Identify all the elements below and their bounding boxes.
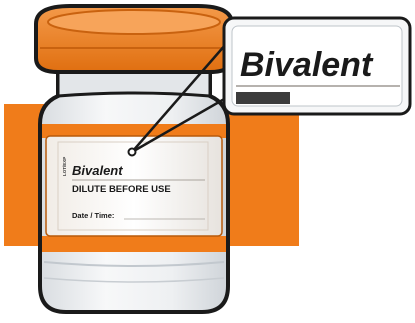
glass-ring-2 <box>43 277 225 283</box>
label-instruction: DILUTE BEFORE USE <box>72 184 171 195</box>
vial-shoulder <box>56 70 212 98</box>
glass-ring <box>43 261 225 267</box>
vial-label <box>45 135 223 237</box>
callout-anchor <box>127 147 137 157</box>
callout-line-upper <box>131 43 227 153</box>
callout-text: Bivalent <box>240 46 374 84</box>
vial-cap-top <box>47 9 221 35</box>
label-side-text: LOT/EXP <box>62 157 67 176</box>
label-inner-frame <box>57 141 209 231</box>
label-top-band <box>42 124 226 138</box>
callout-cut-text <box>236 92 290 104</box>
label-title: Bivalent <box>72 163 123 178</box>
label-bottom-band <box>42 236 226 252</box>
callout-line-lower <box>131 96 227 154</box>
label-date-time: Date / Time: <box>72 211 114 220</box>
